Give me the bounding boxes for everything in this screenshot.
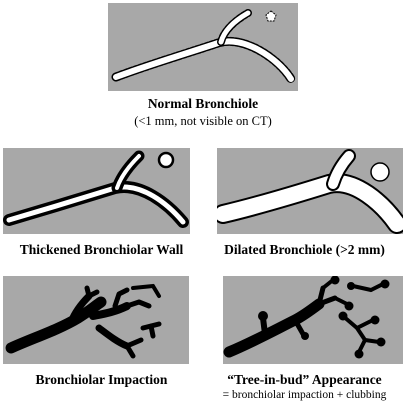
dilated-bronchiole-illustration — [217, 149, 403, 234]
tree-in-bud-subtitle: = bronchiolar impaction + clubbing — [222, 389, 387, 401]
dilated-bronchiole-panel — [217, 148, 403, 234]
tree-in-bud-illustration — [223, 276, 390, 359]
thickened-wall-illustration — [3, 150, 189, 228]
tree-in-bud-panel — [223, 276, 403, 364]
normal-bronchiole-subtitle: (<1 mm, not visible on CT) — [134, 114, 272, 128]
tree-in-bud-title: “Tree-in-bud” Appearance — [227, 372, 382, 387]
normal-bronchiole-illustration — [111, 9, 296, 84]
normal-bronchiole-panel — [108, 3, 298, 91]
bronchiolar-impaction-illustration — [5, 284, 162, 359]
thickened-wall-title: Thickened Bronchiolar Wall — [19, 242, 184, 257]
dilated-bronchiole-title: Dilated Bronchiole (>2 mm) — [224, 242, 385, 257]
thickened-wall-panel — [3, 148, 190, 234]
normal-bronchiole-title: Normal Bronchiole — [147, 96, 259, 111]
bronchiolar-impaction-panel — [3, 276, 189, 364]
bronchiolar-impaction-title: Bronchiolar Impaction — [35, 372, 168, 387]
